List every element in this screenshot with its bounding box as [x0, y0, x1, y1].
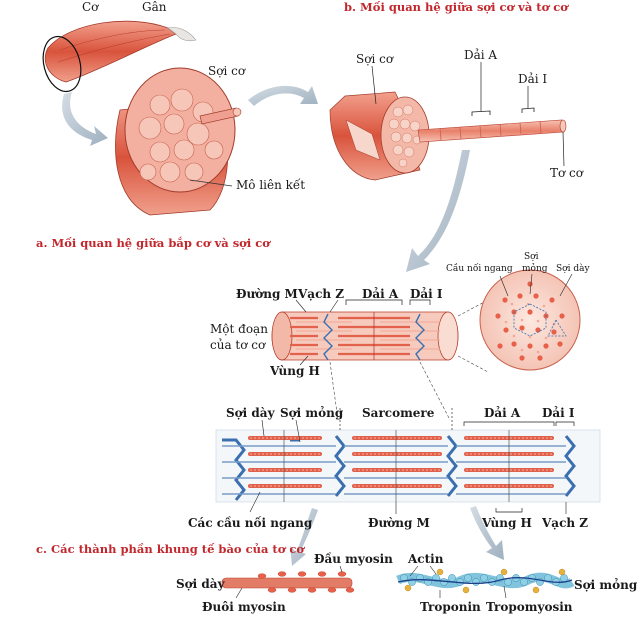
- label-tendon: Gân: [142, 0, 167, 14]
- myofibril-cross-section: [479, 269, 581, 371]
- thin-filament: [396, 565, 575, 599]
- muscle-cross-section: [115, 67, 242, 216]
- label-myosin-head: Đầu myosin: [314, 552, 393, 566]
- label-i-band-top: Dải I: [410, 287, 443, 301]
- label-i-band-b: Dải I: [518, 72, 548, 86]
- label-i-band-sarc: Dải I: [542, 406, 575, 420]
- myofibril-segment: [271, 299, 489, 421]
- label-troponin: Troponin: [420, 600, 481, 614]
- label-m-line-sarc: Đường M: [368, 516, 430, 530]
- label-cross-bridge-small: Cầu nối ngang: [446, 264, 513, 274]
- label-muscle-fiber-a: Sợi cơ: [208, 64, 246, 78]
- label-actin: Actin: [408, 552, 444, 566]
- label-thick-small: Sợi dày: [556, 264, 590, 274]
- label-thin-small-2: mỏng: [522, 264, 548, 274]
- label-thin-small-1: Sợi: [524, 252, 539, 262]
- caption-c: c. Các thành phần khung tế bào của tơ cơ: [36, 542, 305, 556]
- label-myofibril-segment-1: Một đoạn: [210, 322, 268, 336]
- arrow-to-myofibril: [406, 150, 470, 272]
- label-a-band-sarc: Dải A: [484, 406, 521, 420]
- label-muscle: Cơ: [82, 0, 99, 14]
- label-sarcomere: Sarcomere: [362, 406, 435, 420]
- muscle-fiber: [329, 62, 567, 181]
- label-cross-bridges: Các cầu nối ngang: [188, 516, 313, 530]
- label-h-zone-sarc: Vùng H: [482, 516, 532, 530]
- label-z-line-sarc: Vạch Z: [542, 516, 589, 530]
- whole-muscle: [42, 20, 197, 93]
- sarcomere-diagram: [215, 408, 601, 514]
- label-thick-filament-c: Sợi dày: [176, 577, 225, 591]
- label-myofibril-b: Tơ cơ: [550, 166, 583, 180]
- label-a-band-b: Dải A: [464, 48, 498, 62]
- arrow-to-thin-filament: [470, 506, 504, 560]
- caption-b: b. Mối quan hệ giữa sợi cơ và tơ cơ: [344, 0, 568, 14]
- label-myosin-tail: Đuôi myosin: [202, 600, 286, 614]
- label-z-line-top: Vạch Z: [298, 287, 345, 301]
- label-thin-filament-c: Sợi mỏng: [574, 578, 638, 592]
- label-a-band-top: Dải A: [362, 287, 399, 301]
- thick-filament: [221, 565, 355, 599]
- label-thick-filament: Sợi dày: [226, 406, 275, 420]
- arrow-to-thick-filament: [290, 508, 318, 566]
- label-tropomyosin: Tropomyosin: [486, 600, 573, 614]
- caption-a: a. Mối quan hệ giữa bắp cơ và sợi cơ: [36, 236, 270, 250]
- label-m-line-top: Đường M: [236, 287, 298, 301]
- arrow-down-left: [62, 92, 108, 146]
- label-h-zone-top: Vùng H: [270, 364, 320, 378]
- label-myofibril-segment-2: của tơ cơ: [210, 338, 266, 352]
- label-connective-tissue: Mô liên kết: [236, 178, 306, 192]
- arrow-right: [248, 85, 318, 106]
- label-thin-filament: Sợi mỏng: [280, 406, 344, 420]
- label-muscle-fiber-b: Sợi cơ: [356, 52, 394, 66]
